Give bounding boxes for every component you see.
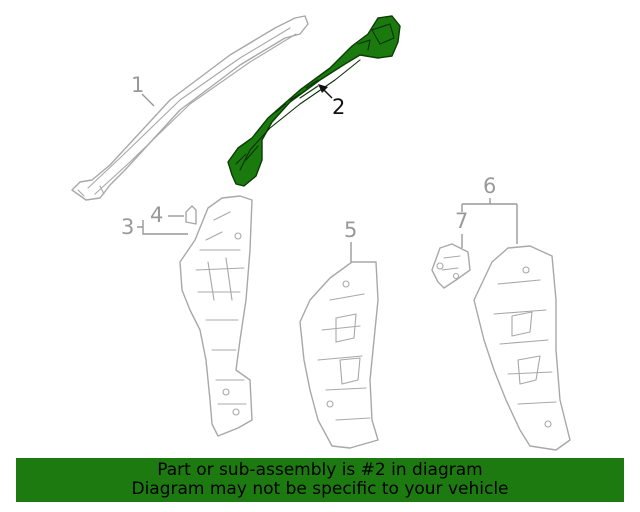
callout-3-label: 3 bbox=[121, 215, 134, 239]
callout-3: 3 bbox=[121, 215, 188, 239]
part-5-pillar[interactable] bbox=[299, 261, 379, 449]
callout-4-label: 4 bbox=[150, 203, 163, 227]
callout-2-label: 2 bbox=[332, 95, 345, 119]
callout-1: 1 bbox=[131, 73, 155, 107]
part-1-roof-rail[interactable] bbox=[71, 15, 309, 201]
callout-5-label: 5 bbox=[344, 218, 357, 242]
callout-6: 6 bbox=[461, 174, 518, 244]
part-7-bracket[interactable] bbox=[431, 243, 471, 289]
callout-7: 7 bbox=[455, 209, 468, 248]
callout-2: 2 bbox=[318, 84, 345, 119]
part-2-roof-rail-inner-highlighted[interactable] bbox=[227, 15, 401, 187]
part-info-banner: Part or sub-assembly is #2 in diagram Di… bbox=[16, 458, 624, 502]
callout-1-label: 1 bbox=[131, 73, 144, 97]
callout-6-label: 6 bbox=[483, 174, 496, 198]
part-6-pillar[interactable] bbox=[473, 245, 571, 451]
part-3-pillar[interactable] bbox=[179, 195, 253, 437]
callout-7-label: 7 bbox=[455, 209, 468, 233]
banner-line-2: Diagram may not be specific to your vehi… bbox=[131, 479, 509, 499]
parts-diagram: 1 2 3 4 5 6 7 bbox=[71, 15, 571, 451]
callout-4: 4 bbox=[150, 203, 184, 227]
part-4-bracket[interactable] bbox=[185, 205, 197, 225]
callout-5: 5 bbox=[344, 218, 357, 262]
banner-line-1: Part or sub-assembly is #2 in diagram bbox=[157, 460, 483, 480]
